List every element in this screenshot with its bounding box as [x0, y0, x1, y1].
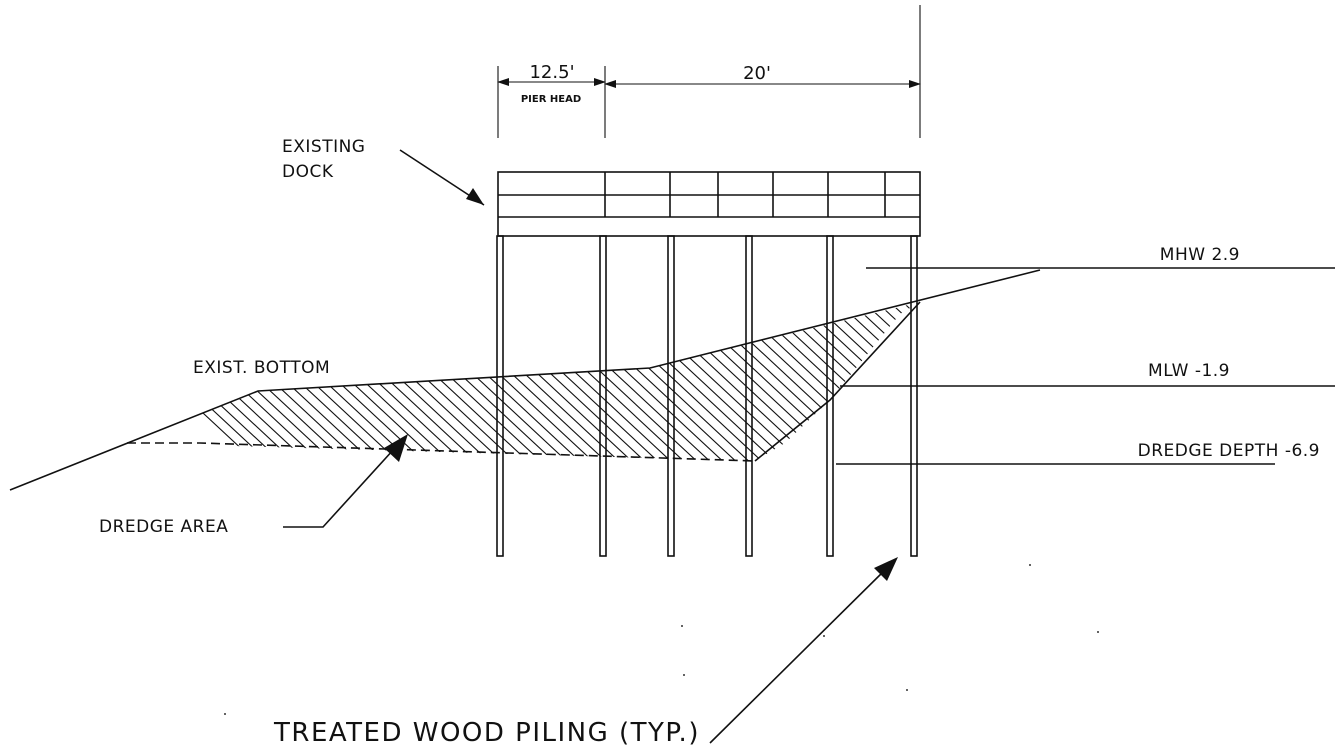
pile	[745, 235, 753, 557]
hatch-line	[891, 302, 920, 461]
hatch-line	[462, 302, 679, 461]
hatch-line	[618, 302, 835, 461]
hatch-line	[605, 302, 822, 461]
water-levels: MHW 2.9 MLW -1.9 DREDGE DEPTH -6.9	[836, 245, 1335, 465]
hatch-line	[488, 302, 705, 461]
dredge-area-label: DREDGE AREA	[99, 517, 228, 537]
pile	[826, 235, 834, 557]
hatch-line	[150, 302, 367, 461]
hatch-line	[127, 302, 289, 461]
hatch-line	[748, 302, 920, 461]
annotations: EXISTING DOCK EXIST. BOTTOM DREDGE AREA …	[99, 137, 898, 748]
hatch-line	[127, 302, 328, 461]
hatch-line	[579, 302, 796, 461]
hatch-line	[540, 302, 757, 461]
hatch-line	[917, 302, 920, 461]
hatch-line	[176, 302, 393, 461]
hatch-line	[683, 302, 900, 461]
existing-dock	[497, 171, 921, 237]
hatch-line	[670, 302, 887, 461]
piling-label: TREATED WOOD PILING (TYP.)	[273, 718, 700, 748]
hatch-line	[127, 302, 315, 461]
dredge-area-arrow-icon	[384, 434, 408, 462]
hatch-line	[865, 302, 920, 461]
hatch-line	[553, 302, 770, 461]
hatch-line	[436, 302, 653, 461]
hatch-line	[449, 302, 666, 461]
hatch-line	[826, 302, 920, 461]
hatch-line	[813, 302, 920, 461]
mlw-label: MLW -1.9	[1148, 361, 1230, 381]
pier-head-dimension: 12.5'	[529, 62, 574, 83]
scan-specks	[224, 564, 1099, 715]
hatch-line	[787, 302, 920, 461]
hatch-line	[514, 302, 731, 461]
dredge-depth-label: DREDGE DEPTH -6.9	[1138, 441, 1320, 461]
hatch-line	[631, 302, 848, 461]
exist-bottom-label: EXIST. BOTTOM	[193, 358, 330, 378]
hatch-line	[852, 302, 920, 461]
hatch-line	[709, 302, 920, 461]
hatch-line	[761, 302, 920, 461]
hatch-line	[839, 302, 920, 461]
existing-dock-label-line2: DOCK	[282, 162, 334, 182]
hatch-line	[127, 302, 341, 461]
hatch-line	[163, 302, 380, 461]
pier-head-label: PIER HEAD	[521, 94, 581, 105]
hatch-line	[127, 302, 302, 461]
piles-group	[496, 235, 918, 557]
dimension-group: 12.5' PIER HEAD 20'	[497, 5, 921, 138]
hatch-line	[931, 280, 1146, 480]
hatch-line	[657, 302, 874, 461]
hatch-line	[371, 302, 588, 461]
hatch-line	[944, 280, 1159, 480]
hatch-line	[189, 302, 406, 461]
hatch-line	[475, 302, 692, 461]
existing-dock-label-line1: EXISTING	[282, 137, 365, 157]
existing-dock-arrow-icon	[466, 188, 484, 205]
hatch-line	[202, 302, 419, 461]
bottom-profile	[9, 269, 1041, 491]
piling-arrow-icon	[874, 557, 898, 581]
pile	[910, 235, 918, 557]
pile	[496, 235, 504, 557]
hatch-line	[384, 302, 601, 461]
hatch-line	[527, 302, 744, 461]
hatch-line	[722, 302, 920, 461]
hatch-line	[127, 302, 276, 461]
hatch-line	[397, 302, 614, 461]
hatch-line	[137, 302, 354, 461]
hatch-line	[501, 302, 718, 461]
hatch-line	[592, 302, 809, 461]
pile	[667, 235, 675, 557]
hatch-line	[904, 302, 920, 461]
dredge-hatch	[127, 280, 1159, 480]
extension-dimension: 20'	[743, 63, 771, 84]
mhw-label: MHW 2.9	[1160, 245, 1240, 265]
